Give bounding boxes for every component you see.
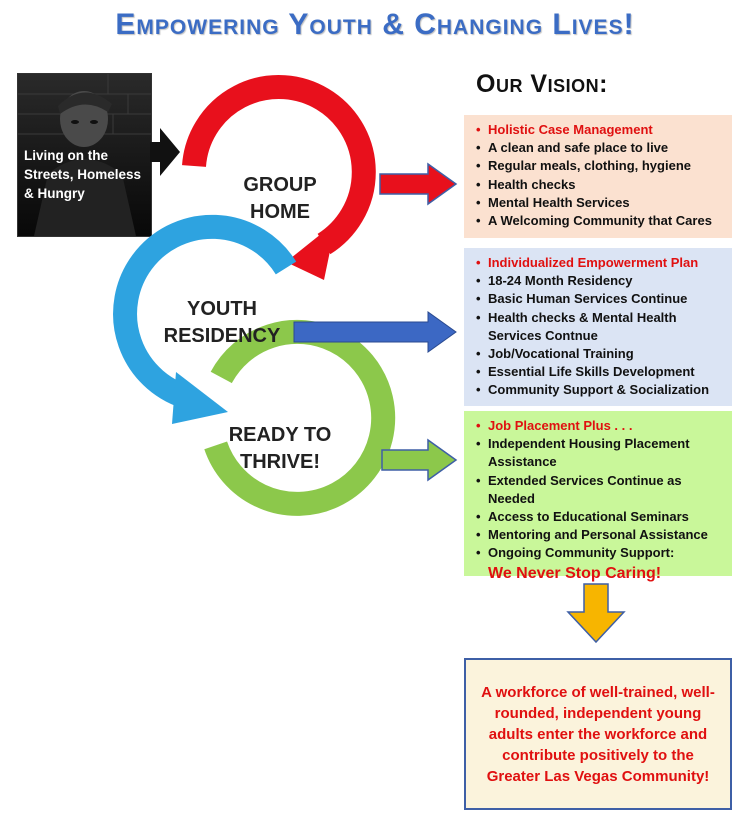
stage-youth-residency-line2: RESIDENCY: [163, 325, 281, 347]
arrow-to-box1: [379, 162, 458, 206]
list-item: Regular meals, clothing, hygiene: [474, 157, 726, 175]
list-item: Health checks & Mental Health Services C…: [474, 309, 726, 345]
stage-youth-residency: YOUTH RESIDENCY: [158, 296, 286, 350]
group-home-services-box: Holistic Case Management A clean and saf…: [464, 115, 732, 238]
list-item: 18-24 Month Residency: [474, 272, 726, 290]
list-item: Job/Vocational Training: [474, 345, 726, 363]
vision-heading: Our Vision:: [476, 70, 608, 98]
photo-illustration: [18, 74, 151, 236]
photo-caption: Living on the Streets, Homeless & Hungry: [24, 148, 142, 201]
list-item: Extended Services Continue as Needed: [474, 472, 726, 508]
stage-group-home-line2: HOME: [250, 201, 310, 223]
list-item: Health checks: [474, 176, 726, 194]
list-item: A clean and safe place to live: [474, 139, 726, 157]
list-item: Job Placement Plus . . .: [474, 417, 726, 435]
group-home-services-list: Holistic Case Management A clean and saf…: [474, 121, 726, 230]
stage-youth-residency-line1: YOUTH: [187, 298, 257, 320]
youth-residency-services-list: Individualized Empowerment Plan 18-24 Mo…: [474, 254, 726, 400]
group-home-ring: [182, 75, 376, 255]
page-title: Empowering Youth & Changing Lives!: [115, 8, 635, 41]
list-item: Mentoring and Personal Assistance: [474, 526, 726, 544]
ready-to-thrive-services-list: Job Placement Plus . . . Independent Hou…: [474, 417, 726, 563]
stage-ready-to-thrive-line2: THRIVE!: [240, 451, 320, 473]
list-item: Essential Life Skills Development: [474, 363, 726, 381]
ready-to-thrive-ring: [199, 319, 396, 516]
arrow-to-box2: [293, 311, 457, 353]
stage-group-home-line1: GROUP: [243, 174, 317, 196]
list-item: Holistic Case Management: [474, 121, 726, 139]
list-item: Mental Health Services: [474, 194, 726, 212]
list-item: Ongoing Community Support:: [474, 544, 726, 562]
list-item: Access to Educational Seminars: [474, 508, 726, 526]
youth-residency-services-box: Individualized Empowerment Plan 18-24 Mo…: [464, 248, 732, 406]
homeless-youth-photo: Living on the Streets, Homeless & Hungry: [17, 73, 152, 237]
list-item: Community Support & Socialization: [474, 381, 726, 399]
outcome-box: A workforce of well-trained, well-rounde…: [464, 658, 732, 810]
youth-residency-ring-arrowhead: [172, 372, 228, 424]
outcome-text: A workforce of well-trained, well-rounde…: [481, 683, 715, 785]
list-item: Individualized Empowerment Plan: [474, 254, 726, 272]
youth-residency-ring: [113, 214, 297, 410]
arrow-to-box3: [381, 438, 458, 482]
list-item: Basic Human Services Continue: [474, 290, 726, 308]
list-item: Independent Housing Placement Assistance: [474, 435, 726, 471]
closing-tagline: We Never Stop Caring!: [488, 564, 662, 582]
ready-to-thrive-services-box: Job Placement Plus . . . Independent Hou…: [464, 411, 732, 582]
stage-ready-to-thrive: READY TO THRIVE!: [222, 422, 338, 476]
arrow-from-photo: [150, 128, 180, 176]
group-home-ring-arrowhead: [286, 222, 336, 280]
arrow-down-to-outcome: [566, 583, 626, 644]
stage-group-home: GROUP HOME: [234, 172, 326, 226]
stage-ready-to-thrive-line1: READY TO: [228, 424, 332, 446]
list-item: A Welcoming Community that Cares: [474, 212, 726, 230]
